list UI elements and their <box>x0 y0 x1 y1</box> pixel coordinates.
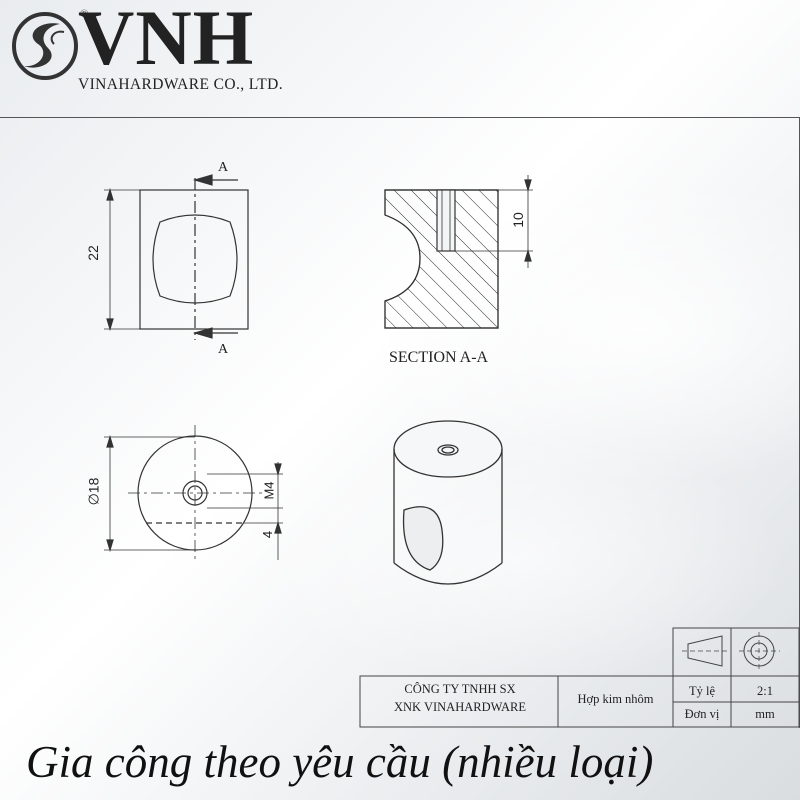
section-marker-top: A <box>218 160 229 175</box>
section-view <box>384 175 533 329</box>
front-view <box>104 174 249 340</box>
finger-recess-outline <box>152 214 238 304</box>
registered-mark: ® <box>80 8 89 20</box>
company-line-2: XNK VINAHARDWARE <box>393 700 527 714</box>
projection-symbol-box <box>672 627 800 677</box>
swoosh-s-logo-icon <box>12 12 78 80</box>
front-view-body <box>139 189 249 330</box>
header: ® VNH VINAHARDWARE CO., LTD. <box>0 0 800 112</box>
thread-inner-circle <box>187 485 203 501</box>
dim-arrow-slot-bottom-icon <box>524 248 532 262</box>
iso-bottom-edge <box>393 562 503 585</box>
dim-arrow-down-icon <box>106 318 114 332</box>
material-label: Hợp kim nhôm <box>577 692 654 706</box>
iso-finger-recess <box>402 506 444 571</box>
isometric-view <box>393 420 503 585</box>
iso-hole-outer <box>437 444 459 456</box>
dim-arrow-up-icon <box>106 187 114 201</box>
company-name: VINAHARDWARE CO., LTD. <box>78 76 283 93</box>
dim-arrow-offset-icon <box>274 520 282 534</box>
title-block <box>359 627 800 728</box>
dim-arrow-m4-icon <box>274 463 282 477</box>
top-view <box>104 425 283 560</box>
dimension-slot-depth-10: 10 <box>509 212 526 228</box>
section-marker-bottom: A <box>218 342 229 357</box>
thread-outer-circle <box>182 480 208 506</box>
section-arrow-bottom-icon <box>192 327 213 339</box>
company-line-1: CÔNG TY TNHH SX <box>404 682 516 696</box>
first-angle-projection-icon <box>682 632 780 671</box>
unit-label: Đơn vị <box>684 707 720 721</box>
dim-arrow-slot-top-icon <box>524 179 532 193</box>
section-caption: SECTION A-A <box>389 349 489 366</box>
footer-slogan: Gia công theo yêu cầu (nhiều loại) <box>26 737 654 787</box>
brand-logo-text: VNH <box>78 0 255 81</box>
dimension-offset-4: 4 <box>260 530 276 539</box>
threaded-hole <box>436 189 456 252</box>
scale-label: Tỷ lệ <box>688 684 716 698</box>
dimension-height-22: 22 <box>84 245 101 261</box>
dim-arrow-dia-bottom-icon <box>106 539 114 553</box>
section-outline <box>384 189 499 329</box>
unit-value: mm <box>755 707 775 721</box>
scale-value: 2:1 <box>757 684 773 698</box>
iso-hole-inner <box>441 446 455 454</box>
dim-arrow-dia-top-icon <box>106 434 114 448</box>
iso-top-face <box>393 420 503 478</box>
dimension-thread-m4: M4 <box>261 481 277 500</box>
section-arrow-top-icon <box>192 174 213 186</box>
dimension-diameter-18: ∅18 <box>85 477 102 506</box>
